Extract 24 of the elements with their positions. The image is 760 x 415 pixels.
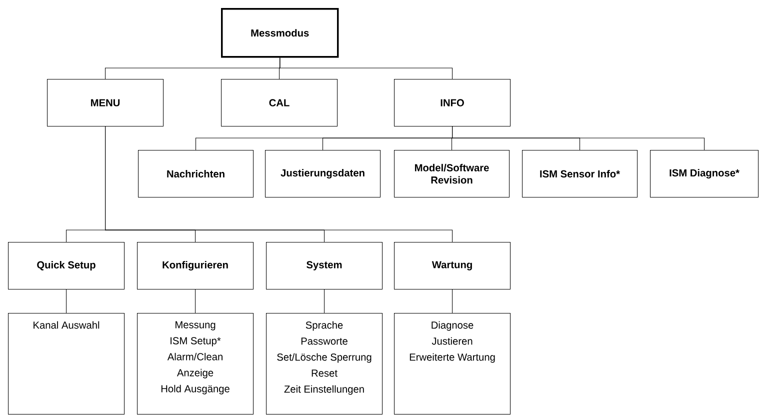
menu-items-box: Sprache Passworte Set/Lösche Sperrung Reset Zeit Einstellungen bbox=[266, 313, 383, 415]
menu-items-box: Messung ISM Setup* Alarm/Clean Anzeige Hold Ausgänge bbox=[137, 313, 254, 415]
connector-line bbox=[452, 126, 705, 150]
menu-box: Wartung bbox=[394, 242, 511, 290]
menu-box: System bbox=[266, 242, 383, 290]
menu-box: ISM Sensor Info* bbox=[522, 150, 638, 198]
connector-line bbox=[195, 289, 196, 314]
connector-line bbox=[105, 126, 453, 242]
menu-box: Justierungsdaten bbox=[265, 150, 381, 198]
menu-box: Nachrichten bbox=[138, 150, 254, 198]
menu-box: Model/Software Revision bbox=[394, 150, 510, 198]
menu-box: Konfigurieren bbox=[137, 242, 254, 290]
menu-items-box: Kanal Auswahl bbox=[8, 313, 125, 415]
connector-line bbox=[452, 289, 453, 314]
menu-items-box: Diagnose Justieren Erweiterte Wartung bbox=[394, 313, 511, 415]
menu-box: Quick Setup bbox=[8, 242, 125, 290]
connector-line bbox=[324, 289, 325, 314]
menu-box: ISM Diagnose* bbox=[650, 150, 759, 198]
menu-box: CAL bbox=[221, 79, 338, 127]
menu-box: MENU bbox=[47, 79, 164, 127]
connector-line bbox=[280, 57, 453, 80]
menu-box: INFO bbox=[394, 79, 511, 127]
connector-line bbox=[66, 289, 67, 314]
root-box: Messmodus bbox=[221, 8, 339, 58]
